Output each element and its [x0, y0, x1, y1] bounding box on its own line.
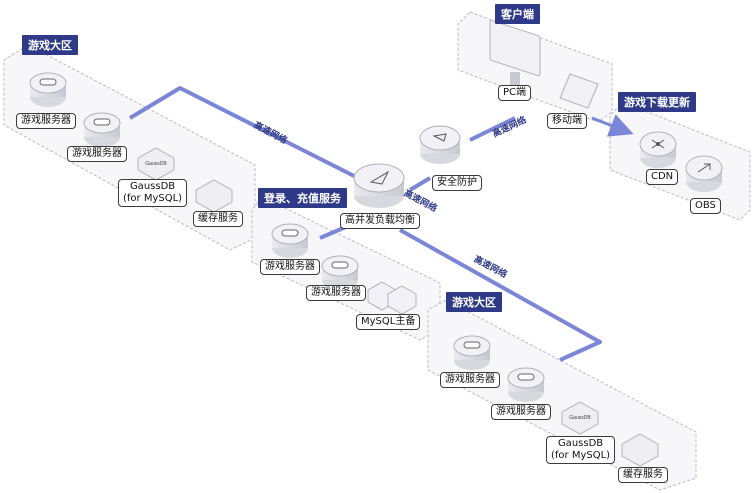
label-zone1-server-b: 游戏服务器: [67, 146, 127, 162]
label-cdn: CDN: [646, 169, 679, 185]
group-title-login-service: 登录、充值服务: [258, 188, 347, 208]
label-zone1-cache: 缓存服务: [193, 211, 243, 227]
label-zone1-server-a: 游戏服务器: [16, 113, 76, 129]
group-title-game-zone-1: 游戏大区: [22, 35, 78, 55]
tablet-icon: [559, 73, 599, 109]
label-load-balancer: 高并发负载均衡: [340, 213, 420, 229]
mysql-icon: [367, 281, 417, 315]
label-zone1-gaussdb: GaussDB (for MySQL): [118, 179, 188, 207]
svg-text:GaussDB: GaussDB: [569, 415, 591, 421]
obs-icon: [685, 155, 723, 192]
label-zone2-cache: 缓存服务: [618, 467, 668, 483]
server-icon: [29, 72, 67, 107]
link-zone1: [128, 86, 363, 182]
server-icon: [271, 223, 309, 258]
server-icon: [507, 367, 545, 402]
label-login-server-b: 游戏服务器: [306, 285, 366, 301]
label-login-server-a: 游戏服务器: [260, 259, 320, 275]
label-zone2-server-a: 游戏服务器: [440, 372, 500, 388]
platform-game-download: [609, 101, 751, 221]
server-icon: [453, 335, 491, 370]
network-links: [128, 86, 634, 362]
link-lb-zone2: [399, 228, 602, 362]
label-mysql: MySQL主备: [356, 314, 421, 330]
label-pc: PC端: [498, 85, 532, 101]
server-icon: [83, 112, 121, 147]
shield-icon: [419, 125, 461, 164]
svg-text:GaussDB: GaussDB: [145, 161, 167, 167]
label-security: 安全防护: [432, 175, 482, 191]
gaussdb-icon: GaussDB: [561, 401, 599, 435]
cdn-icon: [639, 131, 677, 168]
cache-icon: [621, 433, 659, 467]
group-title-client: 客户端: [495, 4, 540, 24]
label-obs: OBS: [690, 198, 721, 214]
group-title-game-zone-2: 游戏大区: [446, 292, 502, 312]
link-mobile-download: [591, 114, 634, 137]
link-lb-security: [408, 176, 432, 192]
label-zone2-gaussdb: GaussDB (for MySQL): [546, 436, 616, 464]
label-mobile: 移动端: [547, 113, 587, 129]
load-balancer-icon: [353, 163, 405, 208]
link-security-pc: [469, 116, 516, 142]
platform-game-zone-1: [3, 44, 256, 251]
group-title-game-download: 游戏下载更新: [618, 92, 696, 112]
label-zone2-server-b: 游戏服务器: [491, 404, 551, 420]
